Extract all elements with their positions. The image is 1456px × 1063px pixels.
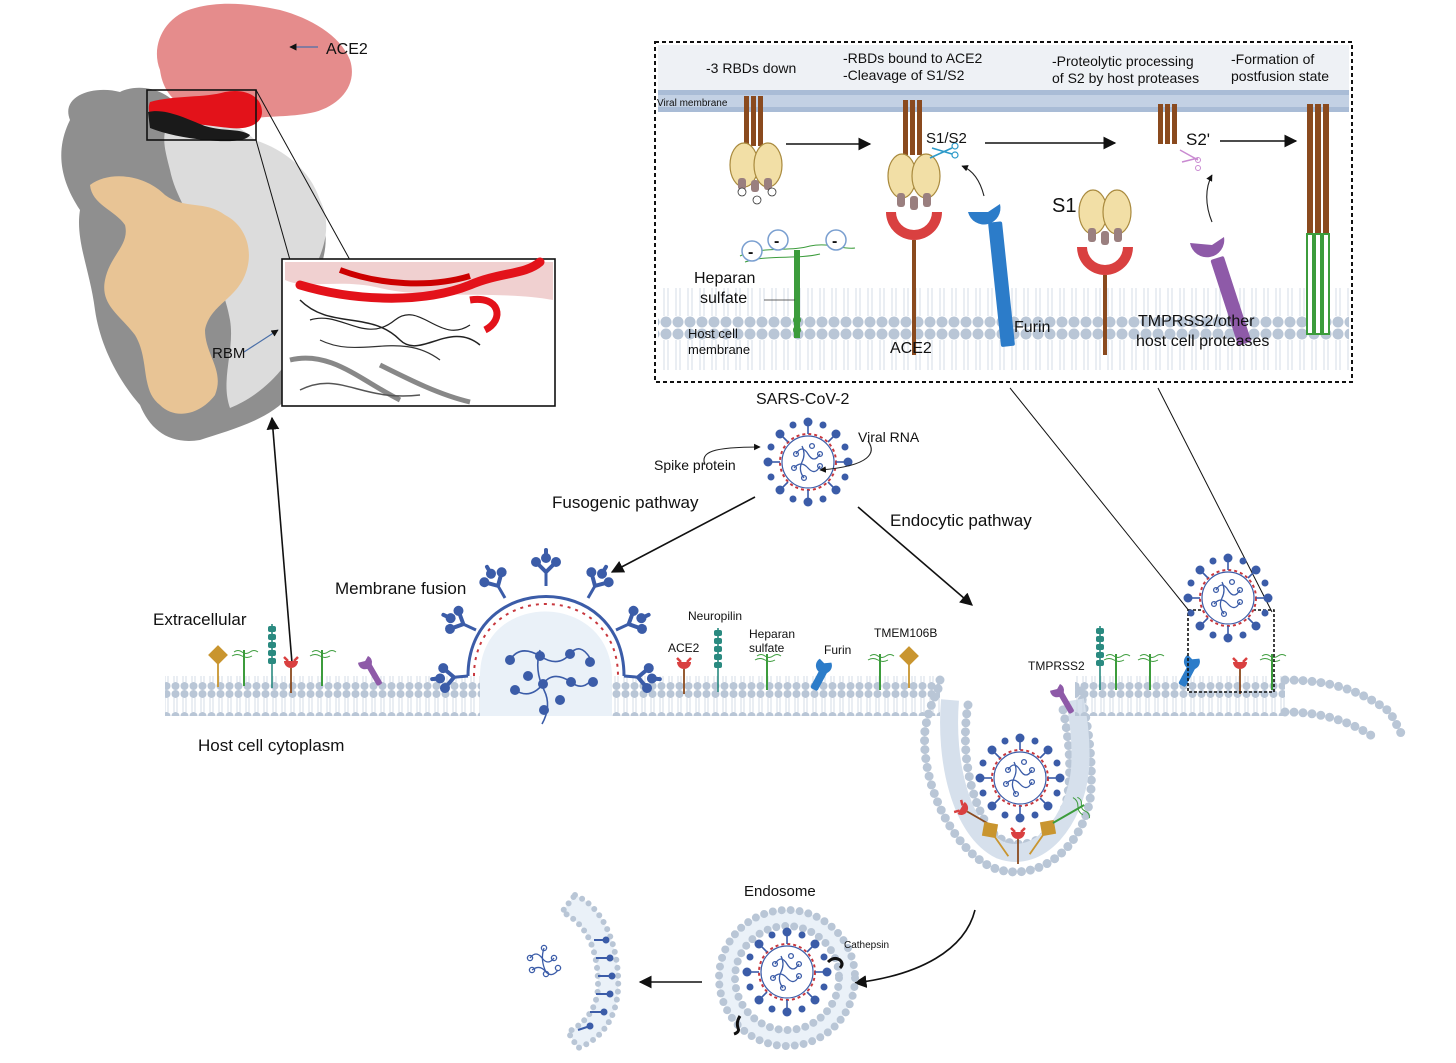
postfusion-spike xyxy=(1306,104,1330,335)
ace2-protein xyxy=(156,3,352,123)
mechanism-panel: Viral membrane -3 RBDs down -RBDs bound … xyxy=(654,41,1353,383)
cytoplasm-label: Host cell cytoplasm xyxy=(198,736,344,755)
fused-endosome xyxy=(557,891,622,1052)
step2-line2: -Cleavage of S1/S2 xyxy=(843,67,965,83)
membrane-fusion-site xyxy=(428,548,664,725)
neuropilin-label: Neuropilin xyxy=(688,609,742,623)
endosome-label: Endosome xyxy=(744,883,816,900)
charge-2: - xyxy=(774,233,779,250)
s2-stalk xyxy=(1158,104,1201,171)
heparan-label-line2: sulfate xyxy=(749,641,785,655)
virion-binding xyxy=(1182,552,1274,644)
s1-subunit xyxy=(1077,189,1133,355)
panel-tmprss2-line1: TMPRSS2/other xyxy=(1138,313,1255,330)
tmem106b-label: TMEM106B xyxy=(874,626,937,640)
released-rna xyxy=(526,944,562,978)
panel-heparan-line1: Heparan xyxy=(694,270,755,287)
rbm-zoom-inset xyxy=(281,257,556,407)
ace2-receptor-label: ACE2 xyxy=(668,641,700,655)
charge-1: - xyxy=(748,244,753,261)
spike-protein-label: Spike protein xyxy=(654,457,736,473)
spike-tan-subunit xyxy=(90,176,249,414)
zoom-box xyxy=(146,89,257,141)
spike-prefusion xyxy=(729,96,783,205)
heparan-label-line1: Heparan xyxy=(749,627,795,641)
endosome xyxy=(715,906,859,1050)
s1-label: S1 xyxy=(1052,195,1076,217)
spike-ace2-structure: ACE2 RBM xyxy=(61,3,556,664)
s1s2-label: S1/S2 xyxy=(926,130,967,147)
host-membrane xyxy=(165,675,1409,877)
structure-rbm-label: RBM xyxy=(212,345,245,362)
host-membrane-line2: membrane xyxy=(688,342,750,357)
spike-ace2-bound xyxy=(886,100,959,355)
tmprss2-enzyme xyxy=(1190,237,1251,346)
tmprss2-label: TMPRSS2 xyxy=(1028,659,1085,673)
step2-line1: -RBDs bound to ACE2 xyxy=(843,50,983,66)
step3-line1: -Proteolytic processing xyxy=(1052,53,1194,69)
panel-furin-label: Furin xyxy=(1014,319,1050,336)
panel-heparan-line2: sulfate xyxy=(700,290,747,307)
furin-label: Furin xyxy=(824,643,851,657)
panel-ace2-label: ACE2 xyxy=(890,340,932,357)
host-membrane-line1: Host cell xyxy=(688,326,738,341)
furin-enzyme xyxy=(968,204,1015,347)
step4-line1: -Formation of xyxy=(1231,51,1314,67)
sars-cov-2-virion xyxy=(762,416,854,508)
s2prime-label: S2' xyxy=(1186,130,1210,149)
charge-3: - xyxy=(832,233,837,250)
viral-rna-label: Viral RNA xyxy=(858,429,920,445)
panel-tmprss2-line2: host cell proteases xyxy=(1136,333,1269,350)
heparan-sulfate xyxy=(739,229,856,338)
step1-line1: -3 RBDs down xyxy=(706,60,796,76)
step4-line2: postfusion state xyxy=(1231,68,1329,84)
rbd-black-region xyxy=(148,111,250,142)
extracellular-label: Extracellular xyxy=(153,610,247,629)
viral-membrane-label: Viral membrane xyxy=(657,98,728,109)
step3-line2: of S2 by host proteases xyxy=(1052,70,1199,86)
sars-cov-2-title: SARS-CoV-2 xyxy=(756,391,849,408)
membrane-fusion-label: Membrane fusion xyxy=(335,579,466,598)
virion-endocytosis xyxy=(974,732,1066,824)
cathepsin-label: Cathepsin xyxy=(844,940,889,951)
fusogenic-pathway-label: Fusogenic pathway xyxy=(552,493,699,512)
structure-ace2-label: ACE2 xyxy=(326,41,368,58)
endocytic-pathway-label: Endocytic pathway xyxy=(890,511,1032,530)
